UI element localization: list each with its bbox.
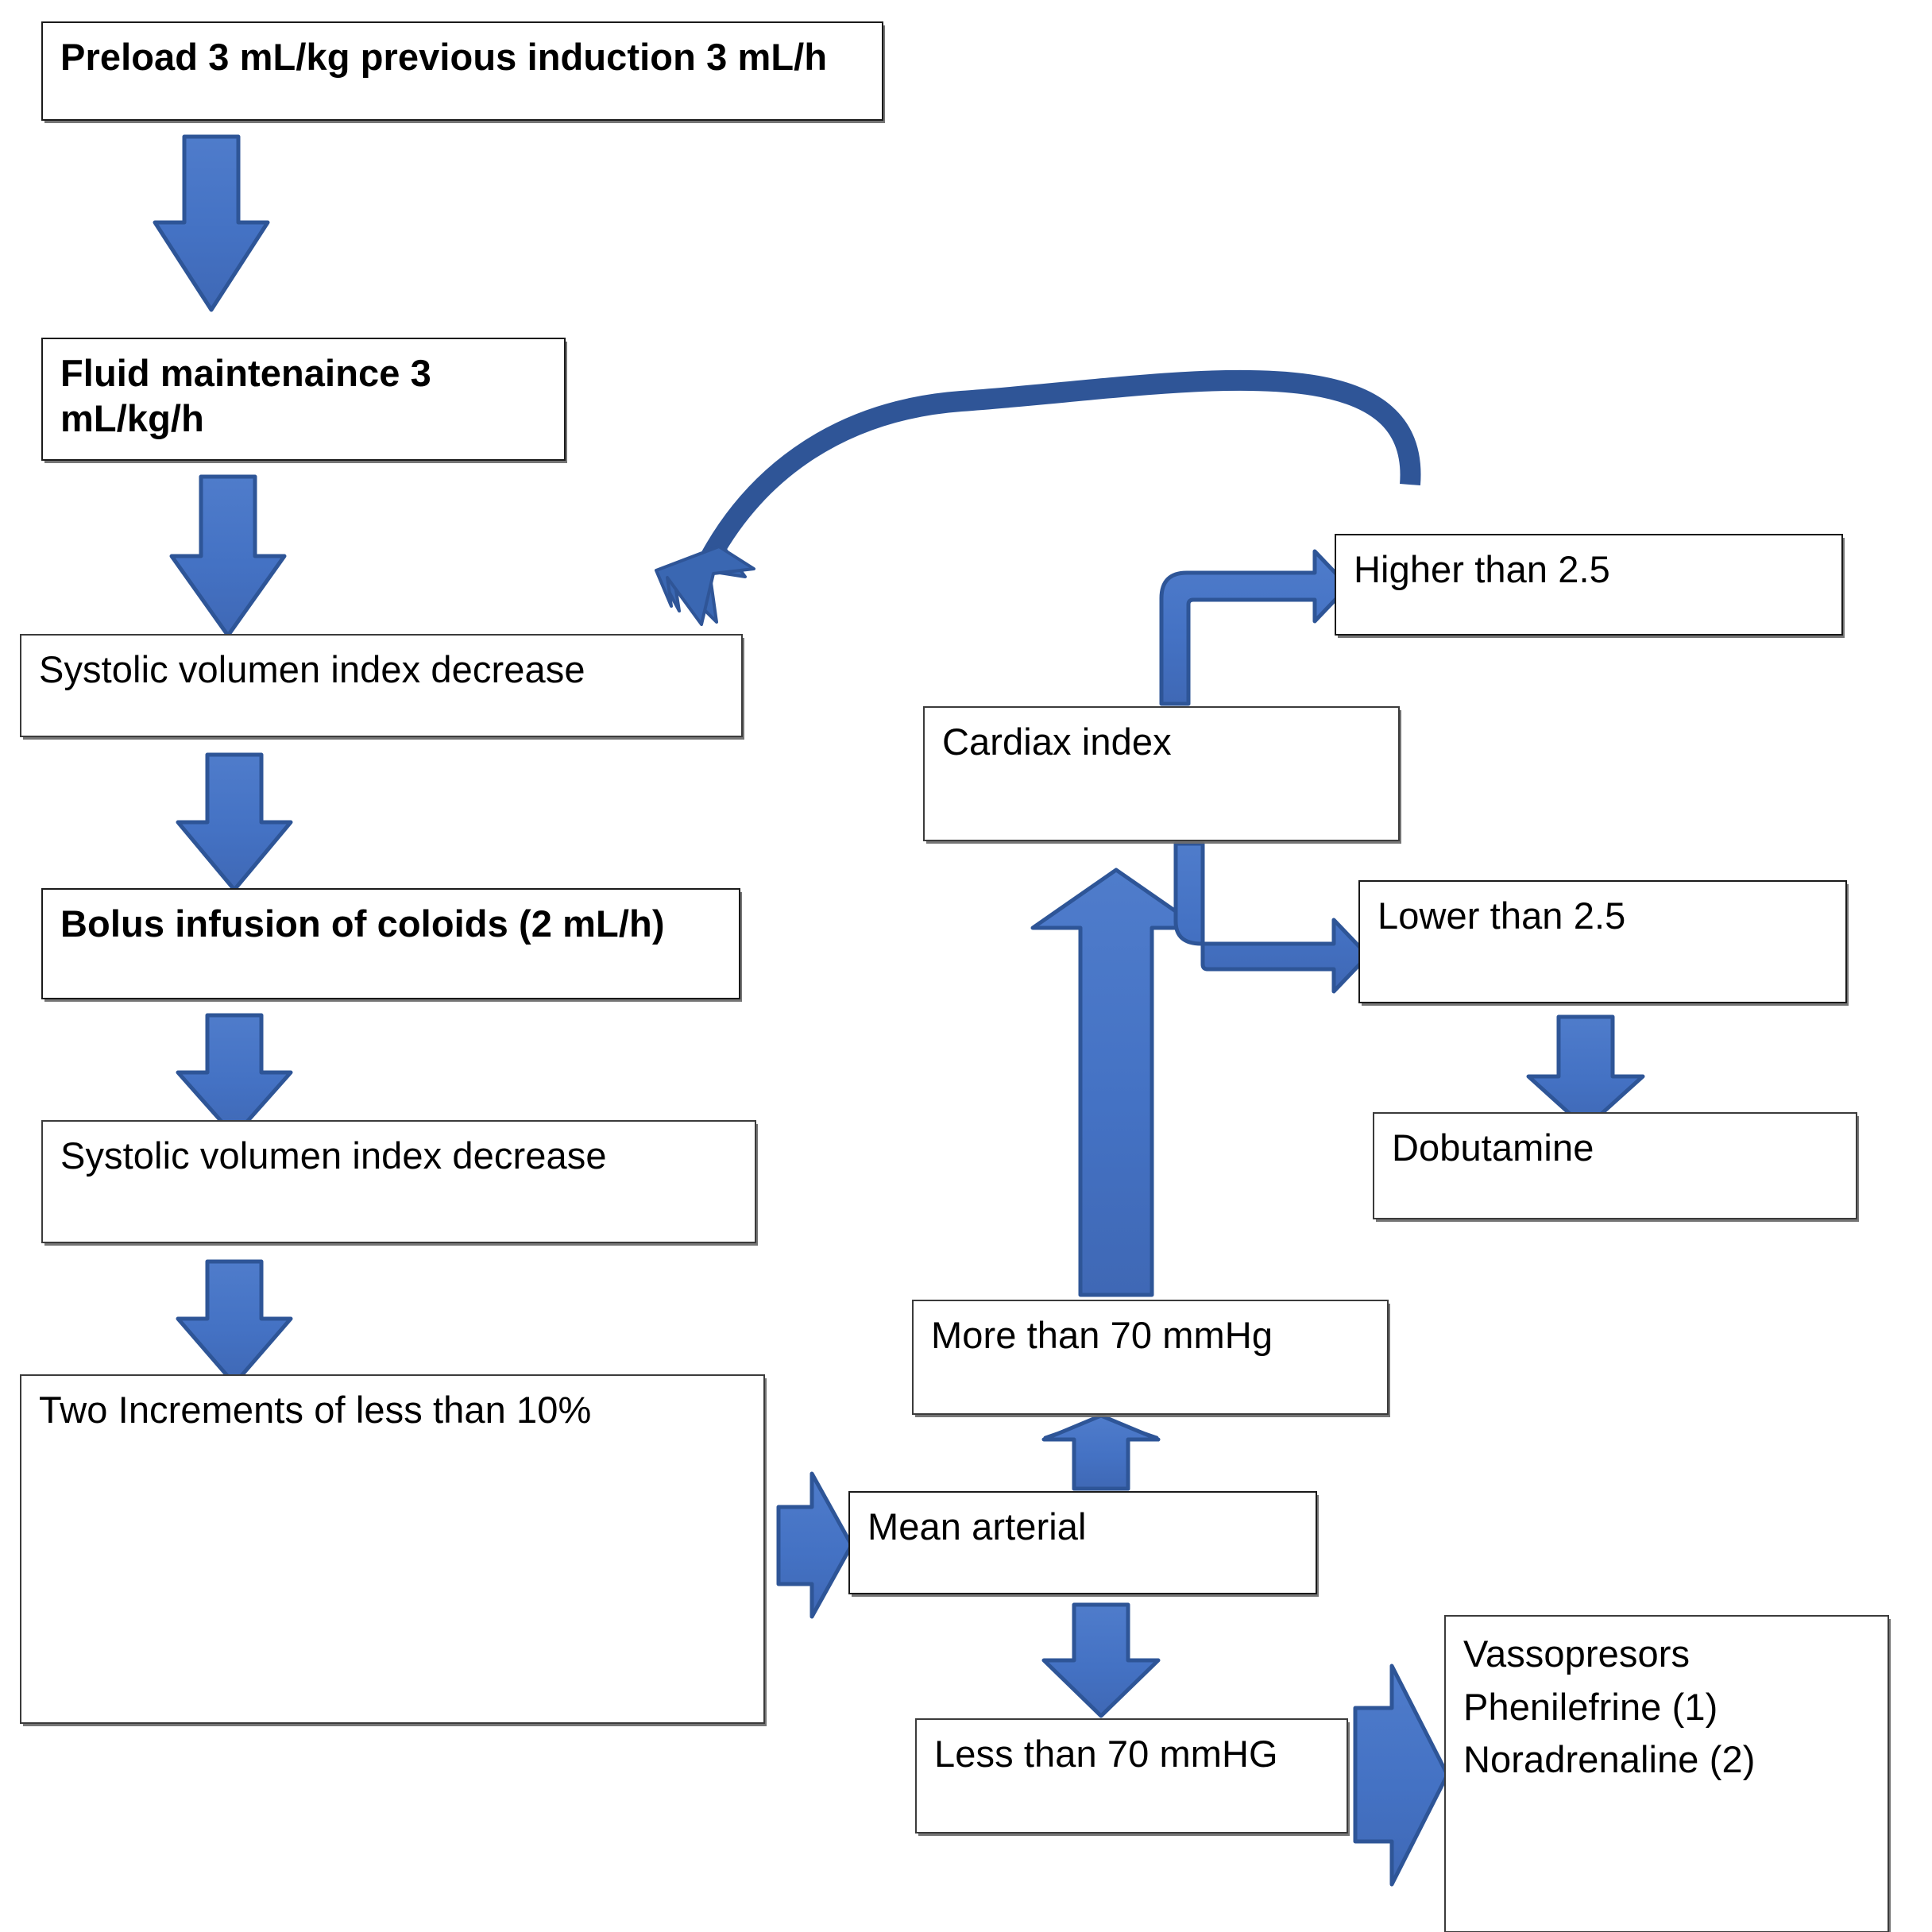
node-preload[interactable]: Preload 3 mL/kg previous induction 3 mL/… (41, 21, 883, 121)
arrow-down-preload-to-fluid (153, 134, 270, 312)
node-systolic-volumen-index-decrease-2[interactable]: Systolic volumen index decrease (41, 1120, 756, 1243)
node-lower-than-2-5[interactable]: Lower than 2.5 (1358, 880, 1847, 1003)
node-less-than-70-mmhg[interactable]: Less than 70 mmHG (915, 1718, 1348, 1833)
arrow-down-lower25-to-dobutamine (1526, 1014, 1645, 1130)
node-systolic-volumen-index-decrease-1[interactable]: Systolic volumen index decrease (20, 634, 743, 737)
node-dobutamine[interactable]: Dobutamine (1373, 1112, 1857, 1219)
arrow-right-less70-to-vasso (1353, 1663, 1450, 1887)
node-cardiac-index[interactable]: Cardiax index (923, 706, 1400, 841)
node-two-increments-less-than-10[interactable]: Two Increments of less than 10% (20, 1374, 765, 1724)
arrow-down-fluid-to-svi1 (169, 474, 287, 638)
node-bolus-infusion-coloids[interactable]: Bolus infusion of coloids (2 mL/h) (41, 888, 740, 999)
elbow-up-right-cardiac-to-higher25 (1159, 549, 1350, 706)
node-fluid-maintenance[interactable]: Fluid maintenaince 3 mL/kg/h (41, 338, 566, 461)
curved-arc-higher25-to-svi1 (655, 369, 1421, 626)
arrow-up-long-more70-to-cardiac (1030, 867, 1202, 1297)
arrow-down-svi2-to-twoincrements (176, 1259, 293, 1386)
node-more-than-70-mmhg[interactable]: More than 70 mmHg (912, 1300, 1389, 1415)
node-vassopresors[interactable]: Vassopresors Phenilefrine (1) Noradrenal… (1444, 1615, 1889, 1932)
arrow-right-twoincrements-to-mean (776, 1471, 854, 1619)
node-higher-than-2-5[interactable]: Higher than 2.5 (1335, 534, 1843, 636)
arrow-down-mean-to-less70 (1041, 1602, 1161, 1718)
arrow-down-bolus-to-svi2 (176, 1013, 293, 1138)
elbow-down-right-cardiac-to-lower25 (1173, 841, 1370, 994)
node-mean-arterial[interactable]: Mean arterial (848, 1491, 1317, 1594)
arrow-up-mean-to-more70 (1041, 1413, 1161, 1491)
arrow-down-svi1-to-bolus (176, 752, 293, 892)
